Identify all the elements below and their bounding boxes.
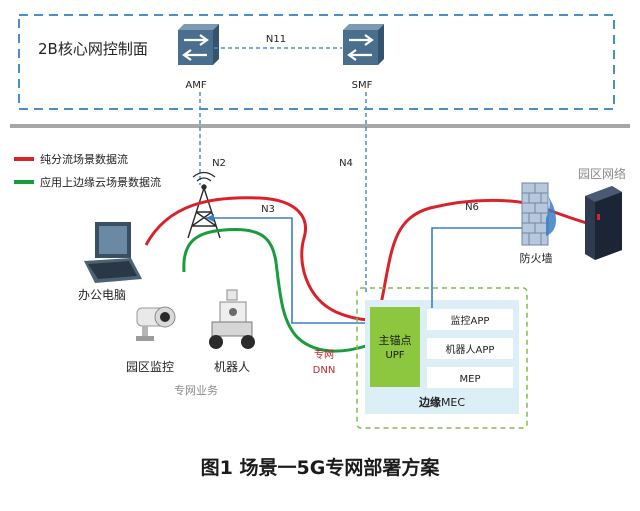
app-label-monitor: 监控APP [451,314,490,327]
surveillance-camera-icon [136,306,176,341]
upf-label-line2: UPF [385,350,404,361]
private-business-label: 专网业务 [174,383,218,397]
app-box-robot [427,338,513,359]
robot-icon [209,289,255,349]
legend-red-text: 纯分流场景数据流 [40,152,128,166]
green-data-flow-line [182,228,367,353]
camera-label: 园区监控 [126,360,174,374]
app-box-monitor [427,309,513,330]
legend-green-text: 应用上边缘云场景数据流 [40,175,161,189]
n4-label: N4 [339,158,353,169]
n2-label: N2 [212,158,226,169]
laptop-label: 办公电脑 [78,287,126,302]
n3-link [206,217,372,324]
n3-label: N3 [261,204,275,215]
red-data-flow-line [144,196,599,322]
dnn-label-line2: DNN [313,365,336,376]
campus-server-icon [585,186,622,260]
smf-switch-icon [343,24,384,65]
campus-network-label: 园区网络 [578,166,626,181]
separator-bar [10,124,630,128]
core-network-title: 2B核心网控制面 [38,40,148,58]
app-label-robot: 机器人APP [446,343,495,356]
dnn-label-line1: 专网 [314,348,334,361]
smf-label: SMF [352,80,373,91]
n6-link [431,227,522,308]
n6-label: N6 [465,202,479,213]
app-box-mep [427,367,513,388]
robot-label: 机器人 [214,360,250,374]
upf-block [370,307,420,387]
firewall-label: 防火墙 [520,251,553,265]
laptop-icon [84,222,142,283]
amf-switch-icon [178,24,219,65]
firewall-icon [521,182,556,246]
app-label-mep: MEP [460,374,481,385]
base-station-tower-icon [187,171,221,239]
amf-label: AMF [185,80,206,91]
n11-label: N11 [266,34,286,45]
upf-label-line1: 主锚点 [379,333,412,347]
mec-footer-label: 边缘MEC [418,395,465,409]
core-network-box [18,14,615,110]
figure-caption: 图1 场景一5G专网部署方案 [201,456,441,479]
mec-outer-box [356,287,528,429]
